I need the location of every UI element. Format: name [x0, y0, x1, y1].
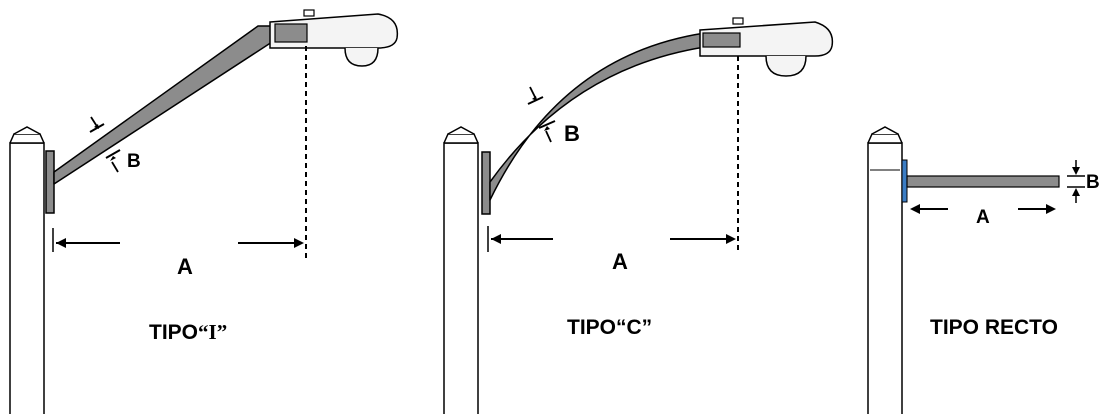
luminaire: [699, 17, 834, 77]
dimension-a-label: A: [177, 254, 193, 279]
dimension-b: B: [1067, 160, 1099, 203]
dimension-a-label: A: [612, 249, 628, 274]
diagram-tipo-i: A B TIPO“I”: [9, 9, 399, 414]
dimension-b: B: [527, 86, 580, 146]
type-label: TIPO RECTO: [930, 316, 1058, 339]
pole: [9, 126, 45, 414]
type-label: TIPO“I”: [149, 320, 227, 344]
curved-arm: [489, 32, 741, 201]
dimension-b-label: B: [127, 151, 141, 172]
pole: [867, 126, 903, 414]
dimension-b-label: B: [564, 121, 580, 146]
straight-arm: [906, 175, 1060, 188]
mounting-bracket: [481, 151, 491, 215]
dimension-b-label: B: [1086, 172, 1099, 193]
type-label: TIPO“C”: [567, 316, 652, 339]
dimension-a: A: [910, 204, 1056, 228]
dimension-b: B: [89, 116, 141, 173]
dimension-a: A: [52, 228, 304, 279]
luminaire: [269, 9, 399, 67]
dimension-a-label: A: [976, 207, 990, 228]
diagram-tipo-c: A B TIPO“C”: [443, 17, 834, 414]
mounting-bracket: [901, 159, 908, 203]
dimension-a: A: [487, 226, 736, 274]
mounting-bracket: [45, 150, 55, 214]
diagram-tipo-recto: A B TIPO RECTO: [867, 126, 1099, 414]
pole: [443, 126, 479, 414]
inclined-arm: [53, 25, 303, 185]
